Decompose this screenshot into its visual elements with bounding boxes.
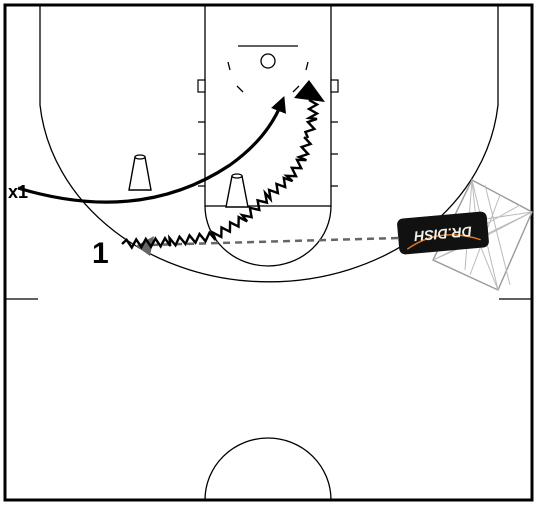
lane [204,4,332,207]
lane-hash-marks [198,121,338,187]
center-circle [204,437,332,501]
machine-accent-swoosh [406,234,481,250]
lane-block-right [330,79,339,93]
lane-block-left [197,79,206,93]
rim [260,53,276,69]
cone-icon [225,173,249,208]
arrowhead-icon [136,236,154,256]
dribble-path-to-rim [303,98,320,139]
dribble-path-to-wing [121,136,313,250]
machine-brand: DR.DISH [413,224,473,245]
restricted-area [227,61,309,93]
defender-label: x1 [8,182,28,202]
passing-machine: DR.DISH [397,211,489,255]
offense-player-label: 1 [92,237,109,270]
arrowhead-icon [294,80,325,102]
court-boundary [3,3,534,502]
defender-path [17,96,286,204]
free-throw-circle [204,205,332,267]
pass-line [147,236,399,247]
cone-icon [128,154,152,191]
three-point-line [39,5,499,283]
machine-body [397,211,489,255]
